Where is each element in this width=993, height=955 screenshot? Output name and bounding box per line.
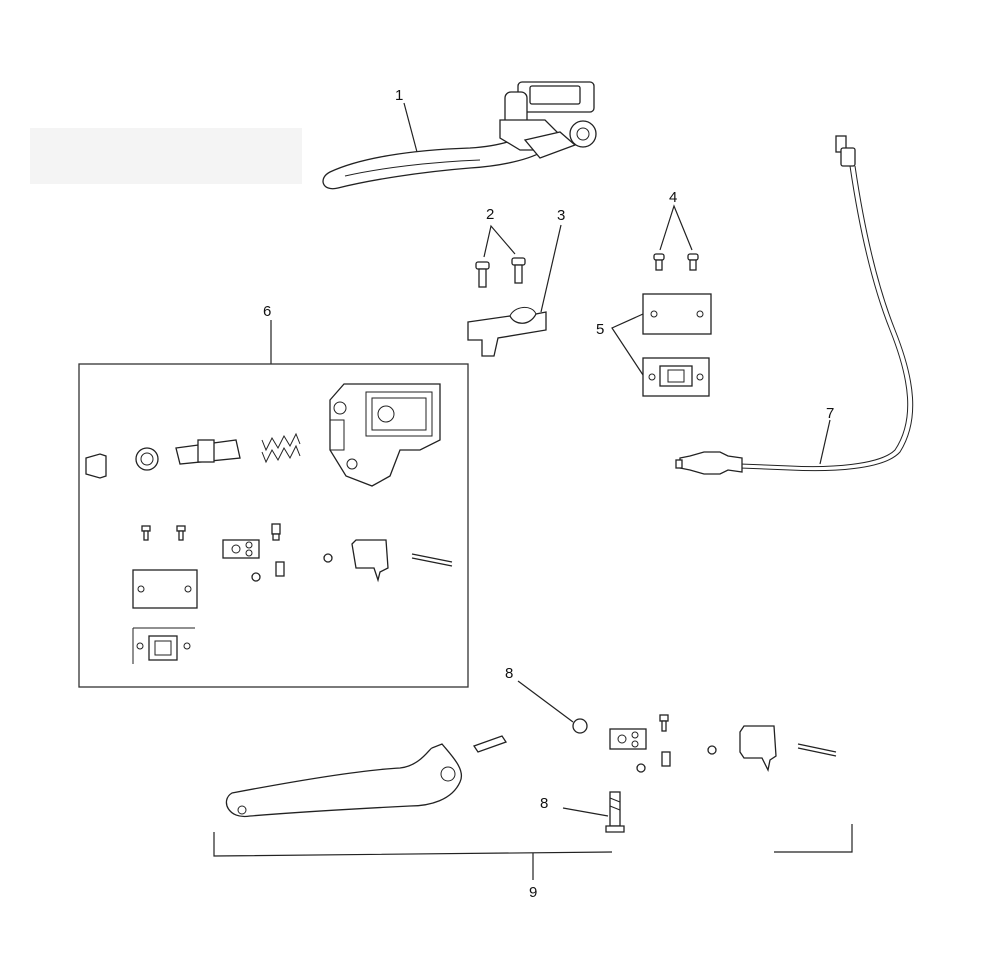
screws-4[interactable] [653,253,699,271]
kit-bracket-right [774,824,853,853]
callout-5: 5 [596,321,604,338]
pivot-nut-8[interactable] [572,718,588,734]
callout-3: 3 [557,207,565,224]
master-cylinder-assembly[interactable] [322,81,597,190]
callout-1: 1 [395,87,403,104]
leader-7 [819,419,831,465]
leader-5 [611,313,644,376]
pivot-bolt-8[interactable] [605,791,625,833]
callout-9: 9 [529,884,537,901]
leader-2 [483,224,516,258]
callout-2: 2 [486,206,494,223]
rebuild-kit-box[interactable] [78,363,469,688]
scan-artifact [30,128,302,184]
callout-6: 6 [263,303,271,320]
callout-7: 7 [826,405,834,422]
leader-8b [562,807,609,817]
callout-4: 4 [669,189,677,206]
kit-bracket-left [213,832,613,857]
callout-8b: 8 [540,795,548,812]
screws-2[interactable] [475,257,526,288]
leader-3 [540,224,562,313]
leader-1 [403,102,418,153]
lever-kit-9[interactable] [225,714,837,818]
cover-gasket-5[interactable] [642,293,712,397]
rebuild-kit-parts [85,383,453,664]
leader-8a [517,680,574,723]
clamp-3[interactable] [467,307,547,357]
brake-switch-cable-7[interactable] [675,135,914,475]
callout-8a: 8 [505,665,513,682]
leader-4 [659,204,693,251]
